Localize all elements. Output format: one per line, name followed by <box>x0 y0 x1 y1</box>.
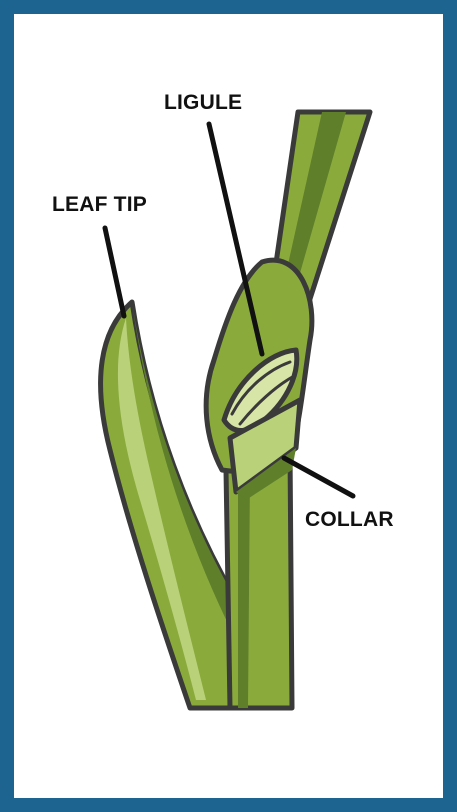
collar-pointer <box>284 458 353 496</box>
leaf-tip-label: LEAF TIP <box>52 193 147 216</box>
collar-label: COLLAR <box>305 508 394 531</box>
stem-shade <box>238 476 250 708</box>
leaf-tip-pointer <box>105 228 124 316</box>
ligule-label: LIGULE <box>164 91 242 114</box>
